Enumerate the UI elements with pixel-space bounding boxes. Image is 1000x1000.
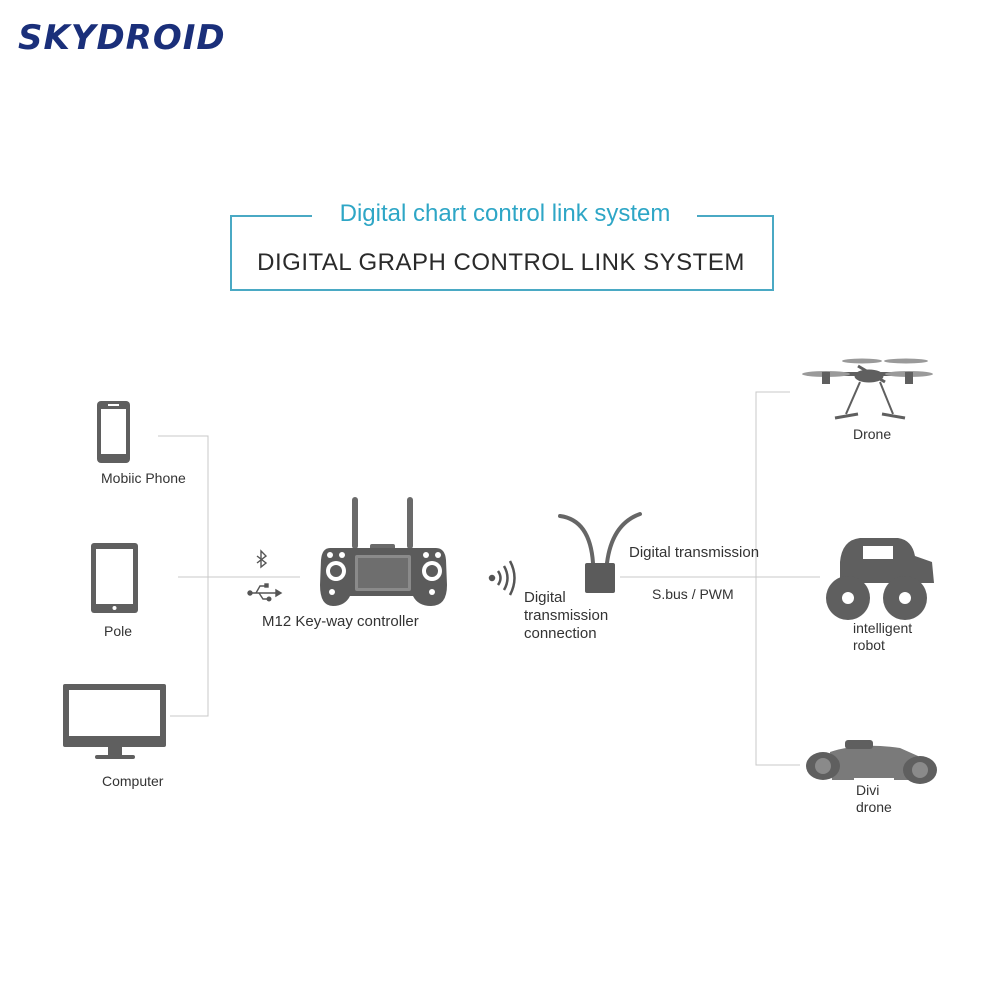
title-frame xyxy=(230,215,774,291)
title-frame-top-left xyxy=(230,215,312,217)
pad-label: Pole xyxy=(104,623,133,639)
diving-label-line1: Divi xyxy=(856,782,880,798)
receiver-module-icon xyxy=(558,512,642,593)
controller-label: M12 Key-way controller xyxy=(262,613,419,630)
computer-monitor-icon xyxy=(63,684,166,759)
bluetooth-icon xyxy=(256,549,268,569)
usb-icon xyxy=(247,583,283,602)
m12-controller-icon xyxy=(320,497,447,606)
connection-label-line2: transmission xyxy=(524,607,609,624)
sbus-pwm-label: S.bus / PWM xyxy=(652,586,734,602)
mobile-phone-icon xyxy=(97,401,130,463)
intelligent-robot-icon xyxy=(826,538,934,620)
brand-logo: SKYDROID xyxy=(18,18,226,58)
title-frame-top-right xyxy=(697,215,772,217)
diagram-title: Digital chart control link system xyxy=(339,200,671,227)
phone-label: Mobiic Phone xyxy=(101,470,186,486)
diagram-subtitle: DIGITAL GRAPH CONTROL LINK SYSTEM xyxy=(257,249,745,276)
connection-label-line3: connection xyxy=(524,625,597,642)
wireless-signal-icon xyxy=(488,560,516,596)
output-bracket-lines xyxy=(620,391,820,766)
drone-label: Drone xyxy=(853,426,892,442)
drone-icon xyxy=(802,358,933,420)
robot-label-line1: intelligent xyxy=(853,620,913,636)
diving-drone-icon xyxy=(806,740,937,798)
tablet-icon xyxy=(91,543,138,613)
digital-transmission-label: Digital transmission xyxy=(629,544,760,561)
diving-label-line2: drone xyxy=(856,799,892,815)
computer-label: Computer xyxy=(102,773,164,789)
connection-label-line1: Digital xyxy=(524,589,566,606)
input-bracket-lines xyxy=(158,435,300,717)
robot-label-line2: robot xyxy=(853,637,885,653)
